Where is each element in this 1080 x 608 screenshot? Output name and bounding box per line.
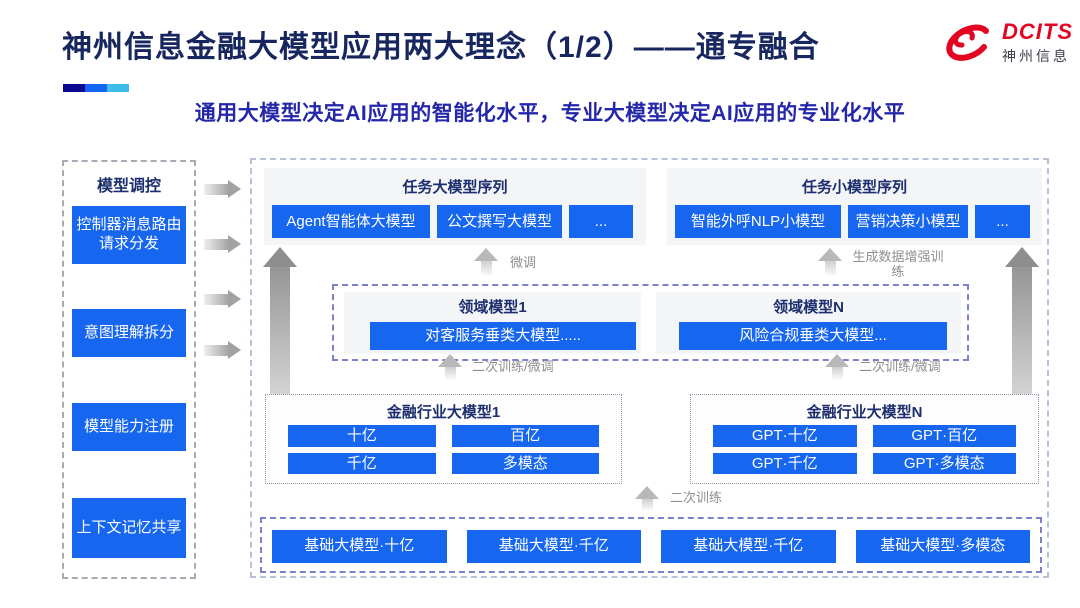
arrow-right-icon bbox=[204, 180, 241, 198]
logo-subtitle: 神州信息 bbox=[1002, 48, 1070, 64]
accent-segment bbox=[107, 84, 129, 92]
model-box-base-100b-2: 基础大模型·千亿 bbox=[661, 529, 836, 563]
page-title: 神州信息金融大模型应用两大理念（1/2）——通专融合 bbox=[62, 31, 820, 64]
sidebar-item-intent-split: 意图理解拆分 bbox=[72, 309, 186, 357]
group-title: 金融行业大模型N bbox=[806, 404, 923, 421]
model-box-10b: 百亿 bbox=[451, 425, 599, 447]
domain-model-n-group: 领域模型N 风险合规垂类大模型... bbox=[656, 292, 961, 354]
model-box-100b: 千亿 bbox=[288, 452, 436, 474]
arrow-up-icon bbox=[635, 486, 659, 511]
model-box-gpt-1b: GPT·十亿 bbox=[713, 425, 857, 447]
model-box-risk-compliance: 风险合规垂类大模型... bbox=[679, 322, 947, 350]
model-box-gpt-100b: GPT·千亿 bbox=[713, 452, 857, 474]
retrain-finetune-label-right: 二次训练/微调 bbox=[859, 359, 941, 374]
arrow-right-icon bbox=[204, 290, 241, 308]
model-box-base-1b: 基础大模型·十亿 bbox=[272, 529, 447, 563]
retrain-finetune-label-left: 二次训练/微调 bbox=[472, 359, 554, 374]
group-title: 领域模型1 bbox=[458, 299, 527, 316]
accent-segment bbox=[63, 84, 85, 92]
arrow-up-icon bbox=[474, 248, 498, 276]
arrow-right-icon bbox=[204, 235, 241, 253]
slide-subtitle: 通用大模型决定AI应用的智能化水平，专业大模型决定AI应用的专业化水平 bbox=[194, 102, 906, 125]
group-title: 金融行业大模型1 bbox=[386, 404, 501, 421]
task-large-model-group: 任务大模型序列 Agent智能体大模型 公文撰写大模型 ... bbox=[264, 168, 646, 245]
sidebar-item-context-share: 上下文记忆共享 bbox=[72, 498, 186, 558]
model-box-1b: 十亿 bbox=[288, 425, 436, 447]
industry-model-1-group: 金融行业大模型1 十亿 百亿 千亿 多模态 bbox=[265, 394, 622, 484]
arrow-right-icon bbox=[204, 341, 241, 359]
model-box-multimodal: 多模态 bbox=[451, 452, 599, 474]
model-box-base-multimodal: 基础大模型·多模态 bbox=[855, 529, 1030, 563]
dcits-logo-swirl-icon bbox=[942, 16, 994, 71]
retrain-label: 二次训练 bbox=[670, 490, 723, 505]
arrow-up-icon bbox=[825, 354, 849, 380]
group-title: 领域模型N bbox=[773, 299, 844, 316]
gen-data-train-label: 生成数据增强训练 bbox=[852, 249, 944, 279]
group-title: 任务大模型序列 bbox=[402, 179, 508, 196]
task-small-model-group: 任务小模型序列 智能外呼NLP小模型 营销决策小模型 ... bbox=[667, 168, 1042, 245]
sidebar-item-controller-routing: 控制器消息路由请求分发 bbox=[72, 206, 186, 264]
accent-segment bbox=[85, 84, 107, 92]
domain-model-container: 领域模型1 对客服务垂类大模型..... 领域模型N 风险合规垂类大模型... bbox=[332, 284, 969, 361]
arrow-up-icon bbox=[438, 354, 462, 380]
model-box-base-100b: 基础大模型·千亿 bbox=[466, 529, 641, 563]
model-box-gpt-10b: GPT·百亿 bbox=[872, 425, 1016, 447]
logo-name: DCITS bbox=[1002, 19, 1073, 44]
group-title: 任务小模型序列 bbox=[801, 179, 907, 196]
dcits-logo: DCITS 神州信息 bbox=[942, 16, 1073, 71]
domain-model-1-group: 领域模型1 对客服务垂类大模型..... bbox=[344, 292, 641, 354]
sidebar-title: 模型调控 bbox=[96, 178, 161, 195]
model-box-ellipsis: ... bbox=[569, 205, 633, 238]
model-box-gpt-multimodal: GPT·多模态 bbox=[872, 452, 1016, 474]
model-box-ellipsis: ... bbox=[975, 205, 1030, 238]
finetune-label: 微调 bbox=[510, 255, 537, 270]
arrow-up-icon bbox=[818, 248, 842, 276]
base-model-group: 基础大模型·十亿 基础大模型·千亿 基础大模型·千亿 基础大模型·多模态 bbox=[260, 517, 1042, 573]
model-box-nlp-outbound: 智能外呼NLP小模型 bbox=[675, 205, 841, 238]
sidebar-item-capability-register: 模型能力注册 bbox=[72, 403, 186, 451]
model-box-marketing: 营销决策小模型 bbox=[848, 205, 968, 238]
industry-model-n-group: 金融行业大模型N GPT·十亿 GPT·百亿 GPT·千亿 GPT·多模态 bbox=[690, 394, 1039, 484]
model-architecture-diagram: 任务大模型序列 Agent智能体大模型 公文撰写大模型 ... 任务小模型序列 … bbox=[250, 158, 1049, 578]
model-box-customer-service: 对客服务垂类大模型..... bbox=[370, 322, 636, 350]
title-accent-bar bbox=[63, 84, 129, 92]
model-box-agent: Agent智能体大模型 bbox=[272, 205, 430, 238]
model-box-doc-writing: 公文撰写大模型 bbox=[437, 205, 562, 238]
model-control-panel: 模型调控 控制器消息路由请求分发 意图理解拆分 模型能力注册 上下文记忆共享 bbox=[62, 160, 196, 579]
